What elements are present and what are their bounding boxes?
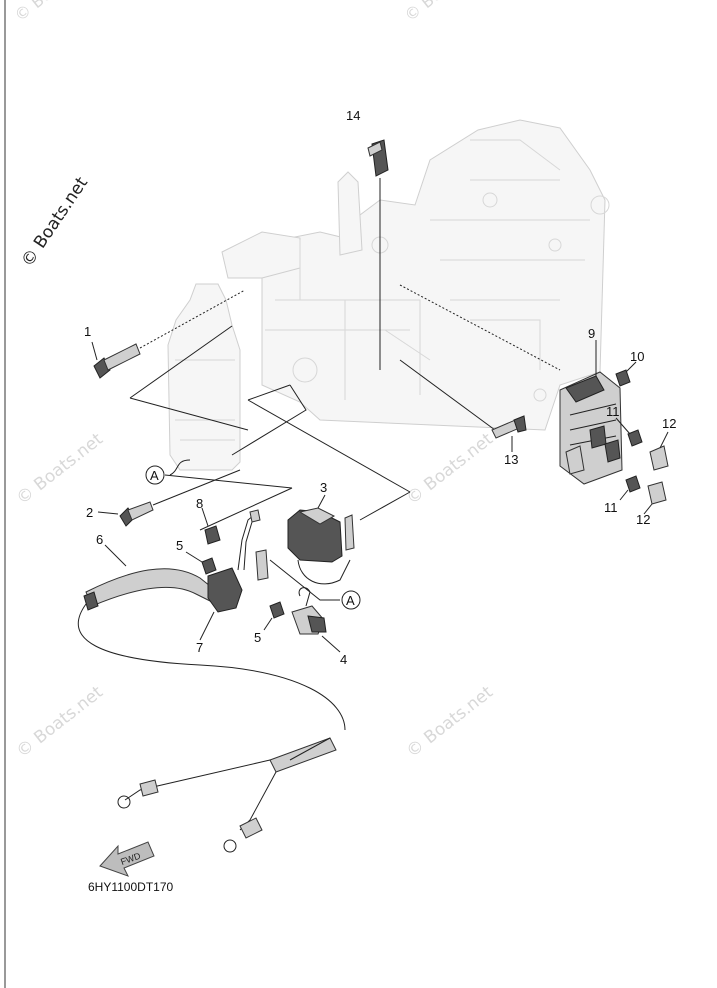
callout-5: 5	[176, 538, 183, 553]
watermark-faded: © Boats.net	[13, 682, 107, 762]
watermark-main: © Boats.net	[18, 173, 93, 270]
part-7-terminal-cap	[199, 567, 243, 641]
part-1-bolt	[91, 289, 246, 379]
part-11-screw-upper	[615, 417, 643, 447]
watermark-faded: © Boats.net	[403, 682, 497, 762]
part-4-cap	[291, 587, 341, 653]
callout-12: 12	[636, 512, 650, 527]
callout-10: 10	[630, 349, 644, 364]
lead-wires	[237, 509, 269, 581]
fwd-direction-arrow: FWD	[99, 841, 155, 877]
callout-5: 5	[254, 630, 261, 645]
callout-11: 11	[604, 500, 618, 515]
part-9-relay-box	[559, 340, 623, 485]
callout-6: 6	[96, 532, 103, 547]
callout-7: 7	[196, 640, 203, 655]
callout-3: 3	[320, 480, 327, 495]
reference-a-label: A	[150, 468, 159, 483]
watermark-faded: © Boats.net	[403, 429, 497, 509]
watermark-faded: © Boats.net	[13, 429, 107, 509]
engine-block-ghost	[221, 119, 610, 431]
callout-14: 14	[346, 108, 360, 123]
part-5-nut-upper	[185, 551, 217, 575]
part-12-fuse-upper	[649, 431, 669, 471]
part-5-nut-lower	[263, 601, 285, 631]
reference-lines	[129, 284, 561, 601]
part-12-fuse-lower	[643, 481, 667, 515]
reference-a-label: A	[346, 593, 355, 608]
callout-4: 4	[340, 652, 347, 667]
part-10-bolt	[615, 361, 637, 387]
reference-a-upper: A	[145, 465, 165, 485]
watermark-faded: © Boats.net	[11, 0, 100, 25]
callout-8: 8	[196, 496, 203, 511]
watermark-faded: © Boats.net	[401, 0, 490, 25]
part-3-coil	[287, 494, 355, 585]
reference-a-lower: A	[341, 590, 361, 610]
callout-13: 13	[504, 452, 518, 467]
callout-1: 1	[84, 324, 91, 339]
part-2-bolt	[97, 469, 241, 527]
part-13-clip	[491, 415, 527, 452]
part-14-connector	[367, 139, 389, 370]
diagram-code: 6HY1100DT170	[88, 880, 173, 894]
callout-12: 12	[662, 416, 676, 431]
callout-9: 9	[588, 326, 595, 341]
callout-11: 11	[606, 404, 620, 419]
callout-2: 2	[86, 505, 93, 520]
callout-labels: 1 2 3 4 5 5 6 7 8 9 10 11 11 12 12 13 14	[84, 108, 676, 667]
part-11-screw-lower	[619, 475, 641, 501]
part-8-bolt	[201, 507, 221, 545]
starter-motor-ghost	[167, 283, 241, 471]
